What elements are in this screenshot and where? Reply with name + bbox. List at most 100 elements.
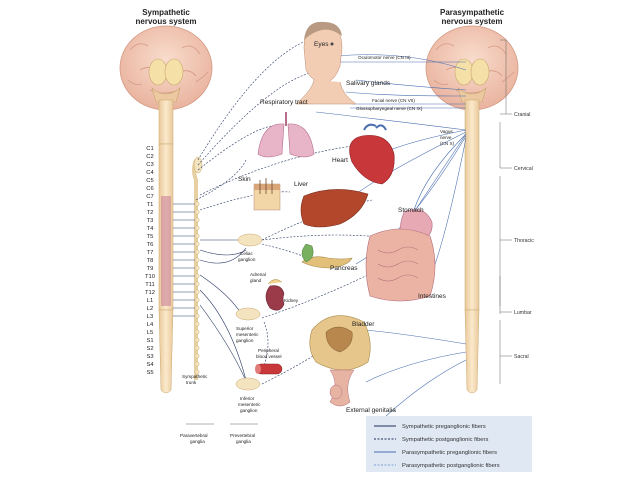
trunk-ganglion — [194, 305, 200, 311]
sympathetic-title-line2: nervous system — [136, 17, 197, 26]
superior-mesenteric-ganglion-label-2: mesenteric — [236, 332, 259, 337]
peripheral-blood-vessel-label-1: Peripheral — [258, 348, 279, 353]
intestines — [365, 228, 436, 302]
trunk-ganglion — [194, 201, 200, 207]
trunk-ganglion — [194, 265, 200, 271]
liver-label: Liver — [294, 181, 309, 188]
celiac-ganglion — [237, 233, 263, 247]
celiac-ganglion-label-2: ganglion — [238, 257, 256, 262]
head-figure — [295, 21, 357, 105]
trunk-ganglion — [194, 297, 200, 303]
region-label-thoracic: Thoracic — [514, 238, 534, 244]
spinal-segment-t12: T12 — [145, 290, 155, 296]
spinal-segment-s4: S4 — [146, 362, 154, 368]
legend: Sympathetic preganglionic fibersSympathe… — [366, 416, 532, 472]
trunk-ganglion — [194, 225, 200, 231]
prevertebral-ganglia-label-2: ganglia — [236, 439, 251, 444]
paravertebral-ganglia-label-2: ganglia — [190, 439, 205, 444]
salivary-glands-label: Salivary glands — [346, 80, 391, 87]
sympathetic-brain — [119, 25, 213, 111]
trunk-ganglion — [194, 313, 200, 319]
trunk-ganglion — [194, 233, 200, 239]
vagus-nerve-label-1: Vagus — [440, 129, 453, 134]
adrenal-gland-label-2: gland — [250, 278, 262, 283]
spinal-segment-c7: C7 — [146, 194, 153, 200]
cranial-nerve-fibers — [330, 61, 466, 109]
inferior-mesenteric-ganglion-label-2: mesenteric — [238, 402, 261, 407]
superior-mesenteric-ganglion-label-3: ganglion — [236, 338, 254, 343]
legend-label: Sympathetic preganglionic fibers — [402, 424, 486, 430]
kidney — [265, 279, 285, 311]
facial-nerve-label: Facial nerve (CN VII) — [372, 98, 415, 103]
spinal-segment-t4: T4 — [147, 226, 155, 232]
vagus-nerve-label-2: nerve — [440, 135, 452, 140]
bladder-label: Bladder — [352, 321, 375, 328]
trunk-ganglion — [194, 281, 200, 287]
parasympathetic-brain — [425, 25, 519, 111]
inferior-mesenteric-ganglion-label-1: Inferior — [240, 396, 255, 401]
pancreas — [301, 243, 353, 269]
spinal-segment-l5: L5 — [147, 330, 153, 336]
prevertebral-ganglia-label-1: Prevertebral — [230, 433, 255, 438]
paravertebral-ganglia-label-1: Paravertebral — [180, 433, 208, 438]
heart — [349, 123, 395, 185]
spinal-segment-t7: T7 — [147, 250, 154, 256]
region-label-cervical: Cervical — [514, 166, 533, 172]
inferior-mesenteric-ganglion-label-3: ganglion — [240, 408, 258, 413]
pancreas-label: Pancreas — [330, 265, 358, 272]
trunk-ganglion — [194, 337, 200, 343]
bladder-and-pelvis — [309, 315, 371, 407]
legend-label: Parasympathetic preganglionic fibers — [402, 450, 497, 456]
peripheral-blood-vessel-label-2: blood vessel — [256, 354, 282, 359]
sympathetic-trunk-label-2: trunk — [186, 380, 197, 385]
spinal-segment-s1: S1 — [146, 338, 153, 344]
parasympathetic-fibers — [315, 54, 467, 417]
stomach-label: Stomach — [398, 207, 424, 214]
region-label-sacral: Sacral — [514, 354, 529, 360]
lungs — [257, 112, 315, 158]
trunk-ganglion — [194, 217, 200, 223]
trunk-ganglion — [194, 321, 200, 327]
oculomotor-nerve-label: Oculomotor nerve (CN III) — [358, 55, 411, 60]
spinal-segment-l4: L4 — [147, 322, 154, 328]
liver — [300, 189, 369, 228]
spinal-segment-t10: T10 — [145, 274, 155, 280]
spinal-segment-c6: C6 — [146, 186, 153, 192]
region-label-cranial: Cranial — [514, 112, 530, 118]
region-label-lumbar: Lumbar — [514, 310, 532, 316]
spinal-segment-l1: L1 — [147, 298, 153, 304]
trunk-ganglion — [194, 209, 200, 215]
legend-label: Parasympathetic postganglionic fibers — [402, 463, 500, 469]
spinal-segment-s5: S5 — [146, 370, 153, 376]
respiratory-tract-label: Respiratory tract — [260, 99, 308, 106]
eyes-label: Eyes — [314, 41, 329, 48]
parasympathetic-spinal-cord — [464, 99, 480, 394]
external-genitalia-label: External genitalia — [346, 407, 396, 414]
sympathetic-trunk-label-1: Sympathetic — [182, 374, 208, 379]
sympathetic-fibers — [195, 39, 403, 385]
trunk-ganglion — [194, 289, 200, 295]
region-brackets — [499, 39, 512, 384]
skin-label: Skin — [238, 176, 251, 183]
trunk-ganglion — [194, 273, 200, 279]
spinal-segment-labels: C1C2C3C4C5C6C7T1T2T3T4T5T6T7T8T9T10T11T1… — [145, 146, 155, 376]
glossopharyngeal-nerve-label: Glossopharyngeal nerve (CN IX) — [356, 106, 423, 111]
superior-mesenteric-ganglion-label-1: Superior — [236, 326, 254, 331]
kidney-label: Kidney — [284, 298, 299, 303]
trunk-ganglion — [194, 361, 200, 367]
parasympathetic-title-line2: nervous system — [442, 17, 503, 26]
spinal-segment-t2: T2 — [147, 210, 154, 216]
spinal-segment-t3: T3 — [147, 218, 154, 224]
trunk-ganglion — [194, 345, 200, 351]
trunk-ganglion — [194, 353, 200, 359]
spinal-segment-s3: S3 — [146, 354, 153, 360]
parasympathetic-title-line1: Parasympathetic — [440, 8, 505, 17]
heart-label: Heart — [332, 157, 348, 164]
spinal-segment-c4: C4 — [146, 170, 154, 176]
spinal-segment-l3: L3 — [147, 314, 153, 320]
spinal-segment-t8: T8 — [147, 258, 154, 264]
spinal-segment-t9: T9 — [147, 266, 154, 272]
sympathetic-spinal-cord — [158, 99, 174, 394]
spinal-segment-t5: T5 — [147, 234, 154, 240]
